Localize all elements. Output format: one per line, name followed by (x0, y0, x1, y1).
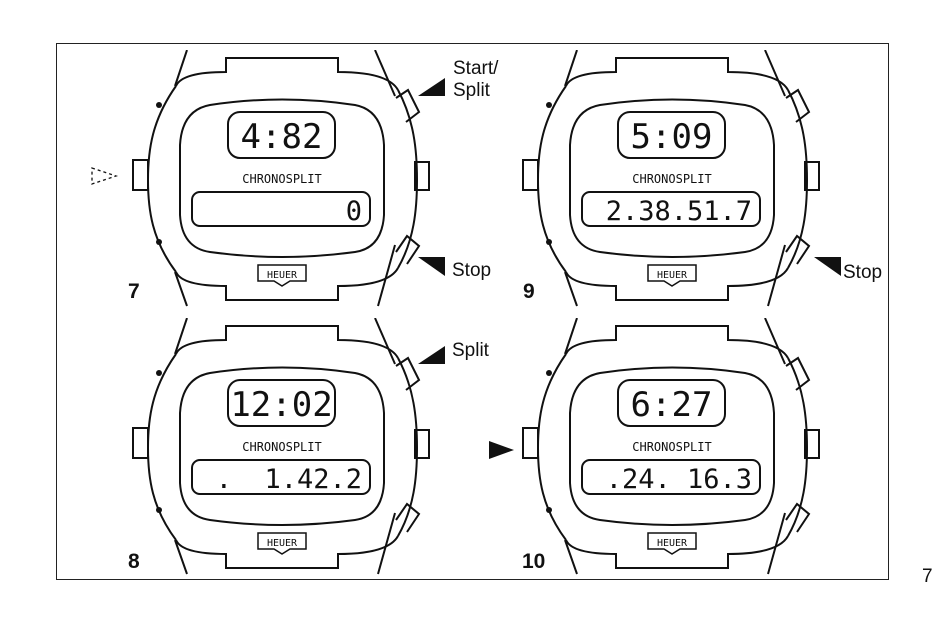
button-top-right (395, 356, 421, 391)
page-number: 7 (922, 566, 933, 587)
chronosplit-label: CHRONOSPLIT (632, 440, 711, 454)
button-right (414, 429, 430, 459)
figure-frame (56, 43, 889, 580)
top-band (175, 57, 399, 91)
top-band (565, 57, 789, 91)
crown-left (522, 159, 539, 191)
watch-drawing: 12:02 CHRONOSPLIT . 1.42.2 HEUER (132, 317, 430, 575)
lower-display-value: .24. 16.3 (606, 464, 752, 495)
top-band (175, 325, 399, 359)
time-display (617, 379, 726, 427)
crown-left (522, 427, 539, 459)
heuer-logo-icon (257, 532, 307, 555)
bottom-band (565, 535, 789, 569)
time-display (227, 111, 336, 159)
stop-arrow-icon (814, 257, 841, 276)
heuer-logo-text: HEUER (657, 270, 688, 281)
watch-figure-9: 5:09 CHRONOSPLIT 2.38.51.7 HEUER (520, 49, 830, 310)
heuer-logo-icon (647, 264, 697, 287)
time-display-value: 5:09 (631, 117, 713, 157)
button-bottom-right (785, 234, 811, 265)
lower-display-value: 0 (346, 196, 362, 227)
lower-display-value: . 1.42.2 (216, 464, 362, 495)
lower-display (581, 191, 761, 227)
button-top-right (785, 356, 811, 391)
button-top-right (395, 88, 421, 123)
figure-number: 7 (128, 280, 140, 303)
strap-right (764, 317, 786, 575)
strap-right (374, 49, 396, 307)
heuer-logo-text: HEUER (267, 538, 298, 549)
button-bottom-right (395, 502, 421, 533)
button-right (414, 161, 430, 191)
figure-number: 9 (523, 280, 535, 303)
stop-label: Stop (843, 262, 883, 283)
heuer-logo-icon (257, 264, 307, 287)
chronosplit-label: CHRONOSPLIT (242, 172, 321, 186)
button-bottom-right (785, 502, 811, 533)
watch-figure-8: 12:02 CHRONOSPLIT . 1.42.2 HEUER (130, 317, 440, 578)
stop-label: Stop (452, 260, 492, 281)
heuer-logo-text: HEUER (267, 270, 298, 281)
lower-display (191, 191, 371, 227)
strap-left (564, 317, 578, 575)
time-display-value: 12:02 (230, 385, 332, 425)
chronosplit-label: CHRONOSPLIT (632, 172, 711, 186)
button-right (804, 161, 820, 191)
chronosplit-label: CHRONOSPLIT (242, 440, 321, 454)
strap-left (174, 49, 188, 307)
watch-figure-10: 6:27 CHRONOSPLIT .24. 16.3 HEUER (520, 317, 830, 578)
solid-arrow-icon (489, 441, 514, 459)
crown-left (132, 159, 149, 191)
time-display (227, 379, 336, 427)
screen-bezel (569, 366, 775, 526)
button-top-right (785, 88, 811, 123)
button-bottom-right (395, 234, 421, 265)
figure-number: 8 (128, 550, 140, 573)
bottom-band (565, 267, 789, 301)
strap-right (764, 49, 786, 307)
watch-figure-7: 4:82 CHRONOSPLIT 0 HEUER (130, 49, 440, 310)
watch-drawing: 4:82 CHRONOSPLIT 0 HEUER (132, 49, 430, 307)
bottom-band (175, 267, 399, 301)
screen-bezel (179, 98, 385, 258)
strap-right (374, 317, 396, 575)
watch-drawing: 6:27 CHRONOSPLIT .24. 16.3 HEUER (522, 317, 820, 575)
figure-number: 10 (522, 550, 546, 573)
crown-left (132, 427, 149, 459)
lower-display (581, 459, 761, 495)
lower-display (191, 459, 371, 495)
strap-left (174, 317, 188, 575)
screen-bezel (179, 366, 385, 526)
screen-bezel (569, 98, 775, 258)
stop-arrow-icon (418, 257, 445, 276)
watch-drawing: 5:09 CHRONOSPLIT 2.38.51.7 HEUER (522, 49, 820, 307)
dashed-arrow-icon (91, 167, 119, 185)
top-band (565, 325, 789, 359)
start-split-arrow-icon (418, 78, 445, 96)
split-label: Split (452, 340, 489, 361)
heuer-logo-icon (647, 532, 697, 555)
bottom-band (175, 535, 399, 569)
start-split-label: Start/ Split (453, 58, 499, 101)
time-display (617, 111, 726, 159)
button-right (804, 429, 820, 459)
strap-left (564, 49, 578, 307)
heuer-logo-text: HEUER (657, 538, 688, 549)
time-display-value: 4:82 (241, 117, 323, 157)
split-arrow-icon (418, 346, 445, 364)
time-display-value: 6:27 (631, 385, 713, 425)
lower-display-value: 2.38.51.7 (606, 196, 752, 227)
